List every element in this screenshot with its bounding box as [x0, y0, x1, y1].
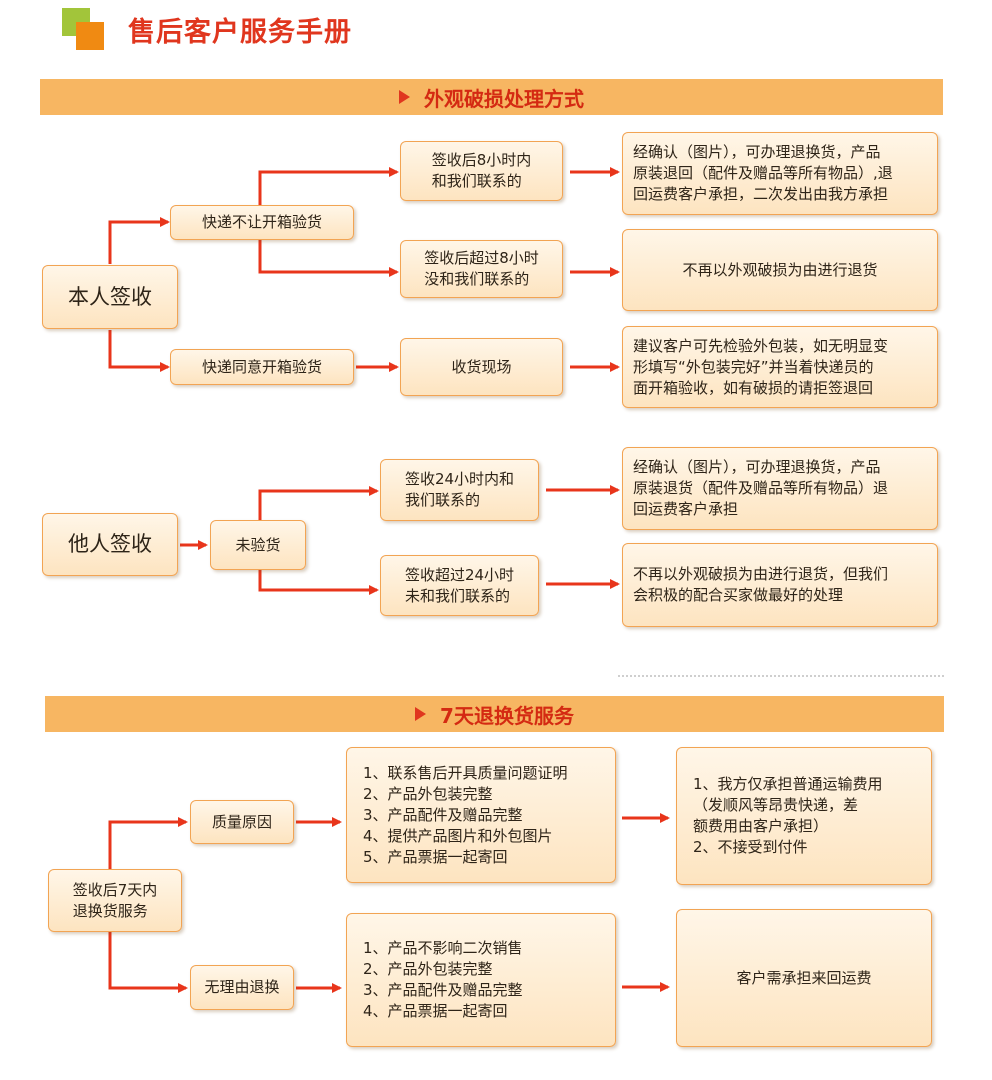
node-quality-reason-label: 质量原因	[211, 812, 272, 831]
node-courier-no-inspect-label: 快递不让开箱验货	[201, 213, 322, 231]
node-not-inspected: 未验货	[210, 520, 306, 570]
result-onsite-text: 建议客户可先检验外包装，如无明显变 形填写“外包装完好”并当着快递员的 面开箱验…	[633, 336, 889, 397]
result-over-24h: 不再以外观破损为由进行退货，但我们 会积极的配合买家做最好的处理	[622, 543, 938, 627]
node-courier-allow-inspect: 快递同意开箱验货	[170, 349, 354, 385]
result-no-reason: 客户需承担来回运费	[676, 909, 932, 1047]
node-7day-service-label: 签收后7天内 退换货服务	[72, 880, 158, 920]
conditions-quality-text: 1、联系售后开具质量问题证明 2、产品外包装完整 3、产品配件及赠品完整 4、提…	[363, 763, 568, 866]
connector-self-to-branch1	[108, 217, 170, 264]
section-title-damage: 外观破损处理方式	[424, 86, 584, 111]
result-quality-text: 1、我方仅承担普通运输费用 （发顺风等昂贵快递，差 额费用由客户承担） 2、不接…	[693, 775, 883, 856]
connector-self-to-branch2	[108, 330, 170, 372]
page-title: 售后客户服务手册	[128, 17, 352, 48]
node-courier-allow-inspect-label: 快递同意开箱验货	[201, 357, 322, 376]
result-no-reason-text: 客户需承担来回运费	[736, 968, 872, 987]
node-within-24h-label: 签收24小时内和 我们联系的	[404, 470, 515, 509]
result-within-8h-text: 经确认（图片），可办理退换货，产品 原装退回（配件及赠品等所有物品）,退 回运费…	[633, 143, 893, 203]
node-over-8h-label: 签收后超过8小时 没和我们联系的	[424, 249, 539, 288]
node-no-reason-return: 无理由退换	[190, 965, 294, 1010]
node-self-sign-label: 本人签收	[68, 284, 152, 309]
node-other-sign-label: 他人签收	[68, 532, 152, 556]
result-over-8h: 不再以外观破损为由进行退货	[622, 229, 938, 311]
section-banner-7day: 7天退换货服务	[45, 696, 944, 732]
node-courier-no-inspect: 快递不让开箱验货	[170, 205, 354, 240]
node-quality-reason: 质量原因	[190, 800, 294, 844]
logo-square-orange	[76, 22, 104, 50]
node-onsite-label: 收货现场	[451, 357, 512, 376]
conditions-no-reason: 1、产品不影响二次销售 2、产品外包装完整 3、产品配件及赠品完整 4、产品票据…	[346, 913, 616, 1047]
result-over-24h-text: 不再以外观破损为由进行退货，但我们 会积极的配合买家做最好的处理	[633, 565, 889, 604]
node-over-24h-label: 签收超过24小时 未和我们联系的	[404, 565, 515, 605]
result-onsite: 建议客户可先检验外包装，如无明显变 形填写“外包装完好”并当着快递员的 面开箱验…	[622, 326, 938, 408]
node-not-inspected-label: 未验货	[235, 535, 281, 554]
node-no-reason-return-label: 无理由退换	[204, 978, 280, 996]
connector-branch1-to-case2	[258, 239, 399, 277]
triangle-bullet-icon	[399, 90, 410, 104]
connector-branch-to-case1	[258, 486, 379, 520]
result-within-8h: 经确认（图片），可办理退换货，产品 原装退回（配件及赠品等所有物品）,退 回运费…	[622, 132, 938, 215]
connector-branch-to-case2	[258, 570, 379, 595]
result-within-24h-text: 经确认（图片），可办理退换货，产品 原装退货（配件及赠品等所有物品）退 回运费客…	[633, 458, 889, 518]
connector-7day-to-noreason	[108, 932, 188, 993]
node-other-sign: 他人签收	[42, 513, 178, 576]
section-banner-damage: 外观破损处理方式	[40, 79, 943, 115]
node-over-8h: 签收后超过8小时 没和我们联系的	[400, 240, 563, 298]
node-7day-service: 签收后7天内 退换货服务	[48, 869, 182, 932]
result-within-24h: 经确认（图片），可办理退换货，产品 原装退货（配件及赠品等所有物品）退 回运费客…	[622, 447, 938, 530]
divider-dotted	[618, 675, 944, 677]
conditions-quality: 1、联系售后开具质量问题证明 2、产品外包装完整 3、产品配件及赠品完整 4、提…	[346, 747, 616, 883]
connector-branch1-to-case1	[258, 167, 399, 205]
triangle-bullet-icon	[415, 707, 427, 721]
result-quality: 1、我方仅承担普通运输费用 （发顺风等昂贵快递，差 额费用由客户承担） 2、不接…	[676, 747, 932, 885]
node-self-sign: 本人签收	[42, 265, 178, 329]
node-within-8h: 签收后8小时内 和我们联系的	[400, 141, 563, 201]
section-title-7day: 7天退换货服务	[440, 703, 574, 728]
node-within-8h-label: 签收后8小时内 和我们联系的	[431, 151, 532, 190]
connector-7day-to-quality	[108, 817, 188, 869]
result-over-8h-text: 不再以外观破损为由进行退货	[682, 260, 878, 279]
node-within-24h: 签收24小时内和 我们联系的	[380, 459, 539, 521]
node-over-24h: 签收超过24小时 未和我们联系的	[380, 555, 539, 616]
node-onsite: 收货现场	[400, 338, 563, 396]
conditions-no-reason-text: 1、产品不影响二次销售 2、产品外包装完整 3、产品配件及赠品完整 4、产品票据…	[363, 939, 523, 1020]
